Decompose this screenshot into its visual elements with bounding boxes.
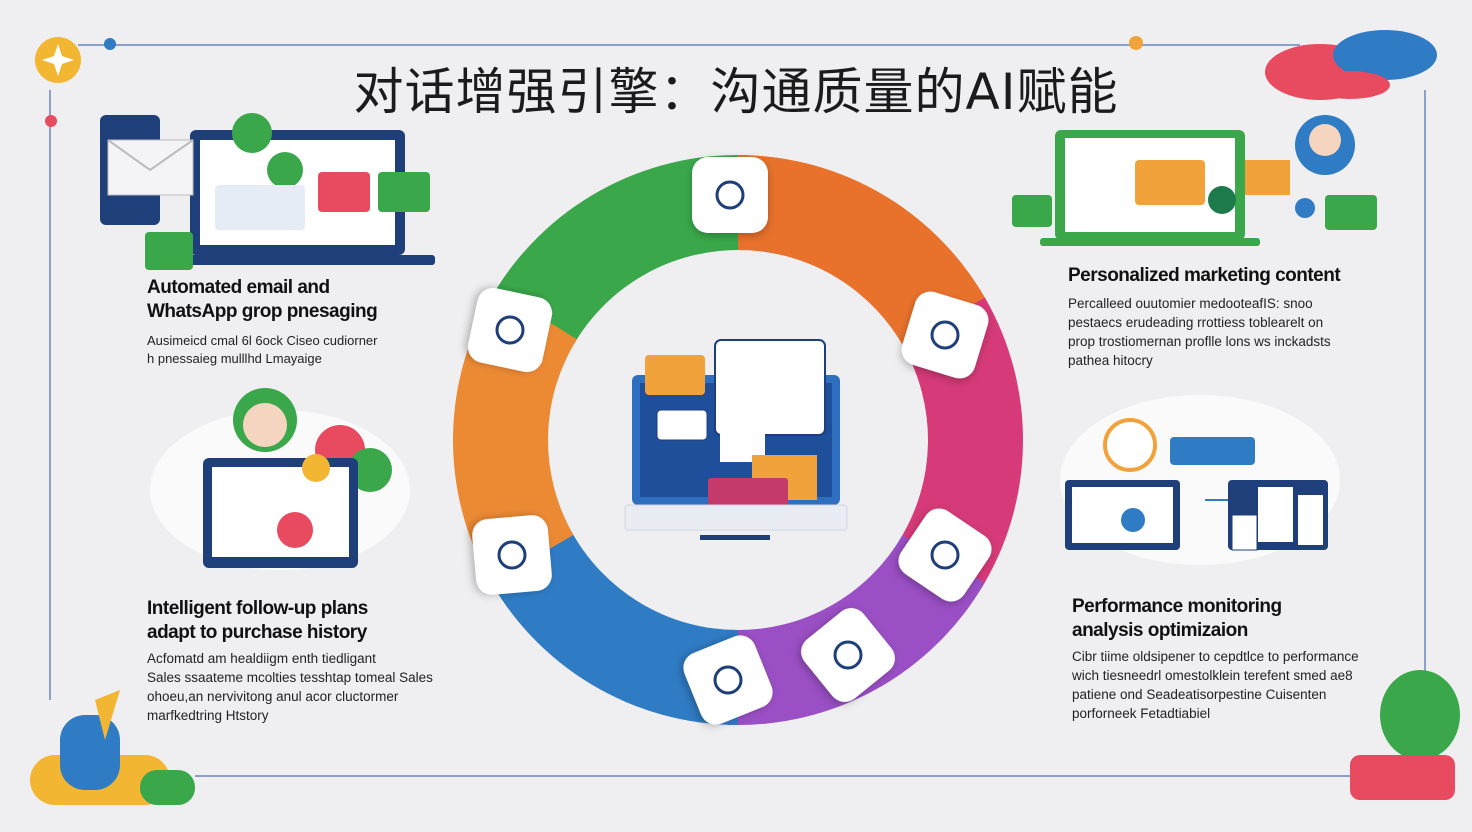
- star-icon: [42, 44, 74, 76]
- feature-title: adapt to purchase history: [147, 622, 367, 643]
- frame-border: [49, 44, 1426, 777]
- marketing-illustration: [1012, 115, 1377, 246]
- feature-body: ohoeu,an nervivitong anul acor cluctorme…: [147, 689, 399, 704]
- feature-body: marfkedtring Htstory: [147, 708, 269, 723]
- line-chart-icon: [467, 287, 553, 373]
- page-title: 对话增强引擎：沟通质量的AI赋能: [353, 63, 1119, 121]
- feature-body: pestaecs erudeading rrottiess toblearelt…: [1068, 315, 1324, 330]
- email-whatsapp-illustration: [100, 113, 435, 270]
- feature-performance-monitoring: Performance monitoring analysis optimiza…: [1072, 595, 1359, 723]
- feature-body: pathea hitocry: [1068, 353, 1153, 368]
- feature-body: patiene ond Seadeatisorpestine Cuisenten: [1072, 687, 1327, 702]
- performance-illustration: [1060, 395, 1340, 565]
- feature-title: WhatsApp grop pnesaging: [147, 301, 378, 322]
- dot-red: [45, 115, 57, 127]
- ring-icon-nodes: [467, 157, 992, 725]
- feature-personalized-marketing: Personalized marketing content Percallee…: [1068, 264, 1341, 370]
- feature-body: Percalleed ouutomier medooteafIS: snoo: [1068, 296, 1313, 311]
- feature-body: porforneek Fetadtiabiel: [1072, 706, 1211, 721]
- blob-decoration-bottom-left: [30, 690, 195, 805]
- feature-title: Intelligent follow-up plans: [147, 598, 368, 619]
- feature-body: Cibr tiime oldsipener to cepdtlce to per…: [1072, 649, 1359, 664]
- feature-body: prop trostiomernan proflle lons ws incka…: [1068, 334, 1331, 349]
- central-laptop-chat-illustration: [624, 339, 848, 540]
- blob-decoration-bottom-right: [1350, 670, 1460, 800]
- feature-email-whatsapp: Automated email and WhatsApp grop pnesag…: [147, 276, 378, 368]
- chart-icon: [472, 515, 552, 595]
- feature-body: Ausimeicd cmal 6l 6ock Ciseo cudiorner: [147, 333, 378, 348]
- follow-up-illustration: [150, 388, 410, 570]
- face-icon: [683, 635, 773, 725]
- feature-body: Acfomatd am healdiigm enth tiedligant: [147, 651, 376, 666]
- feature-title: analysis optimizaion: [1072, 620, 1248, 641]
- search-icon: [692, 157, 768, 233]
- cloud-decoration-top-right: [1265, 30, 1437, 100]
- feature-follow-up-plans: Intelligent follow-up plans adapt to pur…: [147, 597, 433, 725]
- chat-bubble-icon: [898, 508, 992, 602]
- dot-orange: [1129, 36, 1143, 50]
- feature-title: Personalized marketing content: [1068, 265, 1341, 286]
- magnifier-icon: [901, 291, 989, 379]
- ring-segment-green: [491, 155, 748, 345]
- document-icon: [801, 608, 895, 702]
- feature-body: Sales ssaateme mcolties tesshtap tomeal …: [147, 670, 433, 685]
- feature-title: Automated email and: [147, 277, 330, 298]
- feature-body: wich tiesneedrl omestolklein terefent sm…: [1072, 668, 1353, 683]
- dot-blue: [104, 38, 116, 50]
- feature-body: h pnessaieg mulllhd Lmayaige: [147, 351, 322, 366]
- feature-title: Performance monitoring: [1072, 596, 1282, 617]
